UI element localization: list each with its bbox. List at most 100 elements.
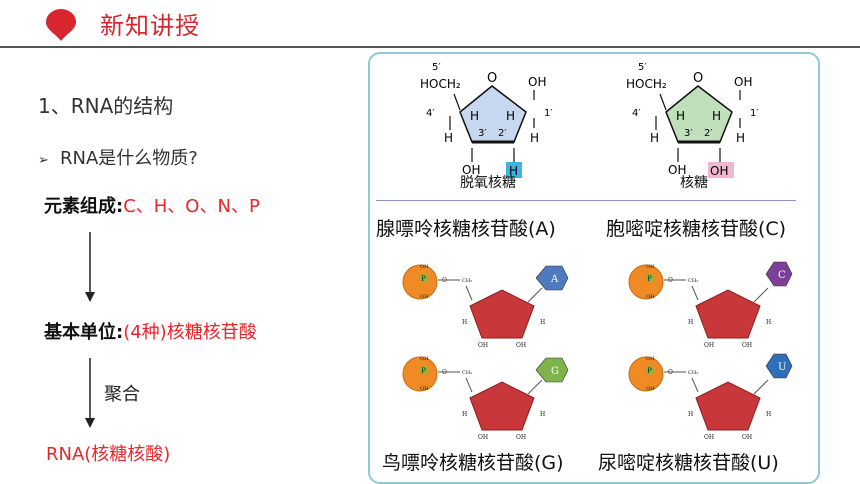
rna-result: RNA(核糖核酸) xyxy=(46,444,171,465)
nucleotide-caption-g: 鸟嘌呤核糖核苷酸(G) xyxy=(382,452,564,474)
h-label: H xyxy=(766,319,771,326)
phosphate-oh-label: OH xyxy=(420,386,429,392)
slide-header: 新知讲授 xyxy=(0,0,860,48)
ribose-structure: 5′ HOCH₂ O OH 4′ 1′ H H H H 3′ 2′ OH OH xyxy=(626,62,759,178)
h-label: H xyxy=(650,131,659,145)
glycosidic-bond xyxy=(753,287,769,303)
elements-label: 元素组成: xyxy=(44,196,124,217)
phosphate-oh-label: OH xyxy=(646,356,655,362)
ch2-bond xyxy=(465,377,473,393)
nucleotide-caption-u: 尿嘧啶核糖核苷酸(U) xyxy=(598,452,779,474)
ch2-bond xyxy=(465,285,473,301)
c3-label: 3′ xyxy=(478,128,487,139)
base-letter: G xyxy=(551,366,559,377)
elements-value: C、H、O、N、P xyxy=(123,196,260,217)
ribose-pentagon xyxy=(469,381,535,431)
h-label: H xyxy=(444,131,453,145)
nucleotide-caption-c: 胞嘧啶核糖核苷酸(C) xyxy=(606,218,787,240)
glycosidic-bond xyxy=(527,287,543,303)
ribose-pentagon xyxy=(695,289,761,339)
down-arrow-icon xyxy=(85,232,95,302)
slide-title: 新知讲授 xyxy=(100,12,200,40)
h-label: H xyxy=(676,109,685,123)
ch2-bond xyxy=(691,377,699,393)
c1-label: 1′ xyxy=(544,108,553,119)
phosphate-group xyxy=(628,356,664,392)
nucleotide-diagram-c: POHOHOCH₂HHOHOHC xyxy=(628,261,793,348)
deoxyribose-structure: 5′ HOCH₂ O OH 4′ 1′ H H H H 3′ 2′ OH H xyxy=(420,62,553,178)
unit-row: 基本单位:(4种)核糖核苷酸 xyxy=(44,318,257,344)
phosphate-oh-label: OH xyxy=(420,294,429,300)
base-shape xyxy=(765,261,793,287)
ribose-pentagon xyxy=(695,381,761,431)
c2-label: 2′ xyxy=(704,128,713,139)
h-label: H xyxy=(470,109,479,123)
oh-label: OH xyxy=(742,342,752,348)
c2-substituent-label: OH xyxy=(710,164,728,178)
c2-label: 2′ xyxy=(498,128,507,139)
h-label: H xyxy=(712,109,721,123)
deoxyribose-caption: 脱氧核糖 xyxy=(460,175,516,191)
h-label: H xyxy=(506,109,515,123)
h-label: H xyxy=(462,319,467,326)
oh3-label: OH xyxy=(462,163,480,177)
ch2-label: CH₂ xyxy=(688,370,698,376)
polymerize-label: 聚合 xyxy=(104,384,140,405)
h-label: H xyxy=(462,411,467,418)
c5-label: 5′ xyxy=(638,62,647,73)
c1-label: 1′ xyxy=(750,108,759,119)
h-label: H xyxy=(688,319,693,326)
bullet-text: RNA是什么物质? xyxy=(60,148,198,169)
h-label: H xyxy=(688,411,693,418)
c4-label: 4′ xyxy=(632,108,641,119)
unit-label: 基本单位: xyxy=(44,322,124,343)
nucleotide-diagram-u: POHOHOCH₂HHOHOHU xyxy=(628,353,793,440)
phosphate-oh-label: OH xyxy=(646,264,655,270)
ch2-label: CH₂ xyxy=(688,278,698,284)
oh3-label: OH xyxy=(668,163,686,177)
hoch2-label: HOCH₂ xyxy=(420,77,461,91)
base-letter: C xyxy=(778,270,786,281)
ring-o-label: O xyxy=(487,71,497,86)
location-pin-icon xyxy=(46,9,76,41)
h-label: H xyxy=(736,131,745,145)
glycosidic-bond xyxy=(753,379,769,395)
header-divider xyxy=(0,46,860,48)
h-label: H xyxy=(540,319,545,326)
panel-divider xyxy=(376,200,796,201)
phosphorus-atom xyxy=(646,274,654,282)
phosphorus-label: P xyxy=(647,275,652,283)
phosphate-oh-label: OH xyxy=(646,386,655,392)
unit-value: (4种)核糖核苷酸 xyxy=(123,322,257,343)
phosphate-group xyxy=(628,264,664,300)
oh-top-label: OH xyxy=(734,75,752,89)
oh-label: OH xyxy=(704,342,714,348)
bullet-arrow-icon: ➢ xyxy=(38,153,49,168)
oh-label: OH xyxy=(516,434,526,440)
phosphorus-label: P xyxy=(421,275,426,283)
phosphate-group xyxy=(402,264,438,300)
phosphorus-atom xyxy=(420,274,428,282)
phosphorus-atom xyxy=(646,366,654,374)
h-label: H xyxy=(530,131,539,145)
phosphate-oh-label: OH xyxy=(420,356,429,362)
base-letter: U xyxy=(778,362,786,373)
ribose-pentagon xyxy=(469,289,535,339)
oh-top-label: OH xyxy=(528,75,546,89)
phosphorus-atom xyxy=(420,366,428,374)
ch2-label: CH₂ xyxy=(462,278,472,284)
hoch2-label: HOCH₂ xyxy=(626,77,667,91)
phosphate-oh-label: OH xyxy=(646,294,655,300)
h-label: H xyxy=(540,411,545,418)
glycosidic-bond xyxy=(527,379,543,395)
oh-label: OH xyxy=(704,434,714,440)
nucleotide-caption-a: 腺嘌呤核糖核苷酸(A) xyxy=(376,218,556,240)
c2-substituent-label: H xyxy=(509,164,518,178)
c3-label: 3′ xyxy=(684,128,693,139)
phosphorus-label: P xyxy=(421,367,426,375)
c4-label: 4′ xyxy=(426,108,435,119)
ch2-bond xyxy=(691,285,699,301)
nucleotide-diagram-g: POHOHOCH₂HHOHOHG xyxy=(402,356,569,440)
oh-label: OH xyxy=(478,434,488,440)
oh-label: OH xyxy=(478,342,488,348)
